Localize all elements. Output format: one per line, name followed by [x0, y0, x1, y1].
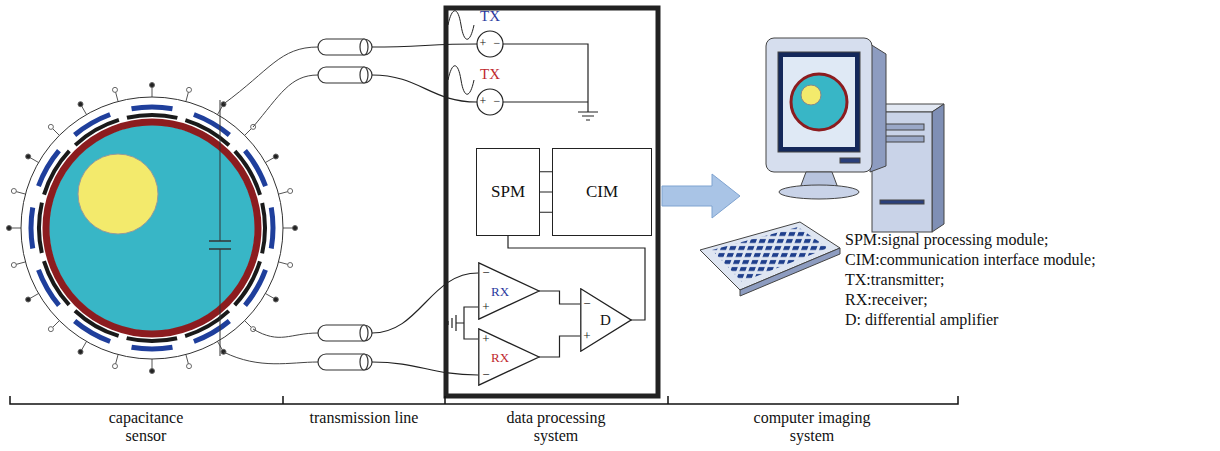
signal-wire: [539, 336, 580, 357]
section-label: computer imaging system: [742, 409, 882, 445]
signal-wire: [508, 236, 645, 320]
signal-wire: [539, 291, 580, 304]
signal-wire: [540, 172, 552, 212]
polarity-sign: −: [482, 368, 489, 381]
transmission-cables: [318, 39, 372, 370]
node-label: TX: [474, 66, 506, 82]
polarity-sign: −: [583, 297, 590, 310]
abbreviation-note: RX:receiver;: [845, 291, 928, 309]
polarity-sign: +: [583, 329, 590, 342]
polarity-sign: +: [480, 37, 487, 49]
transmitter-source: TX: [474, 66, 506, 118]
section-label: capacitance sensor: [91, 409, 201, 445]
node-label: CIM: [586, 182, 618, 202]
abbreviation-note: SPM:signal processing module;: [845, 231, 1049, 249]
node-label: RX: [491, 285, 509, 298]
abbreviation-note: CIM:communication interface module;: [845, 251, 1096, 269]
node-label: SPM: [491, 182, 525, 202]
node-label: RX: [491, 351, 509, 364]
module-box: SPM: [476, 148, 540, 236]
polarity-sign: −: [494, 37, 501, 49]
transmitter-source: TX: [474, 8, 506, 60]
node-label: D: [600, 313, 611, 328]
block-arrow: [662, 174, 740, 218]
module-box: CIM: [552, 148, 652, 236]
abbreviation-note: D: differential amplifier: [845, 311, 998, 329]
polarity-sign: −: [494, 95, 501, 107]
abbreviation-note: TX:transmitter;: [845, 271, 945, 289]
section-bracket: [10, 396, 958, 404]
section-label: data processing system: [491, 409, 621, 445]
node-label: TX: [474, 8, 506, 24]
data-processing-wiring: [372, 8, 658, 396]
polarity-sign: +: [482, 332, 489, 345]
section-label: transmission line: [309, 409, 419, 427]
polarity-sign: +: [482, 300, 489, 313]
polarity-sign: +: [480, 95, 487, 107]
polarity-sign: −: [482, 266, 489, 279]
capacitance-sensor: [7, 47, 319, 374]
